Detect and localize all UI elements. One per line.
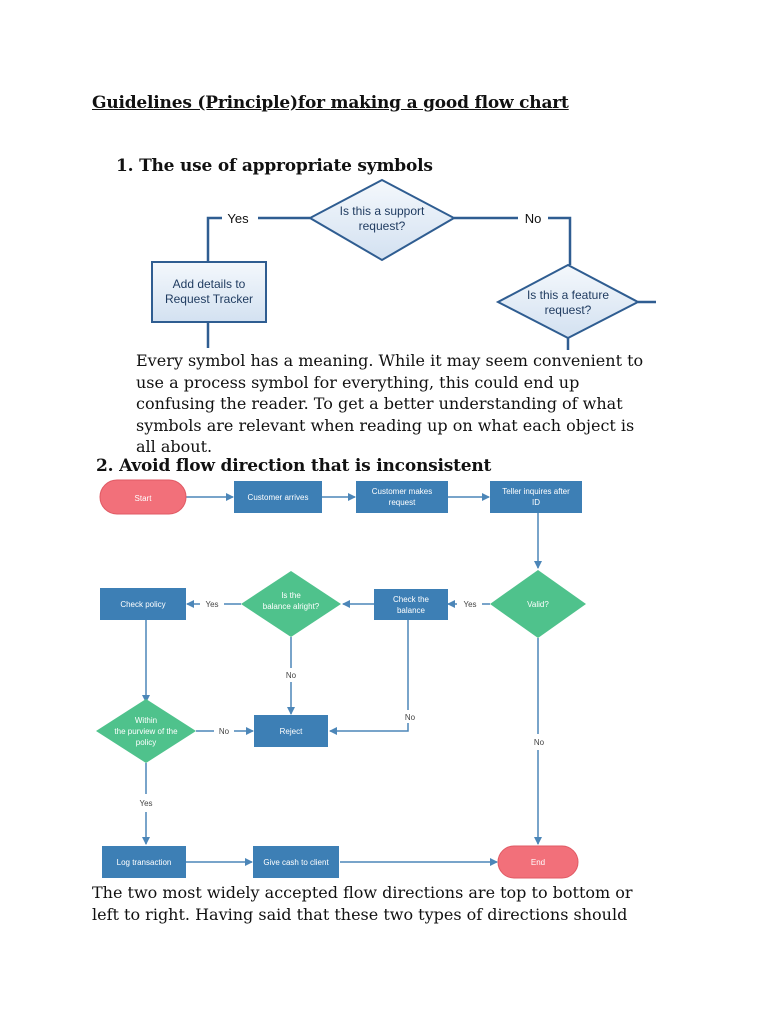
customer-request-line2: request (389, 498, 416, 507)
end-terminal (497, 845, 579, 879)
decision-support-shape (307, 178, 457, 262)
reject-box (254, 715, 328, 747)
check-balance-line1: Check the (393, 595, 430, 604)
section-2-heading: 2. Avoid flow direction that is inconsis… (96, 456, 492, 476)
connector-line (548, 216, 572, 265)
no-label: No (525, 211, 542, 226)
within-purview-line2: the purview of the (114, 727, 178, 736)
paragraph-line: all about. (136, 437, 213, 456)
paragraph-line: Every symbol has a meaning. While it may… (136, 351, 644, 370)
valid-decision (490, 570, 586, 638)
give-cash-label: Give cash to client (263, 858, 329, 867)
page-heading: Guidelines (Principle)for making a good … (92, 93, 569, 113)
paragraph-line: left to right. Having said that these tw… (92, 905, 628, 924)
start-terminal (99, 479, 187, 515)
no-label-purview: No (219, 727, 230, 736)
paragraph-line: confusing the reader. To get a better un… (136, 394, 623, 413)
yes-label-valid: Yes (463, 600, 476, 609)
teller-inquires-line2: ID (532, 498, 540, 507)
teller-inquires-box (490, 481, 582, 513)
paragraph-line: The two most widely accepted flow direct… (92, 883, 633, 902)
yes-label-purview: Yes (139, 799, 152, 808)
process-add-line2: Request Tracker (165, 292, 253, 306)
decision-support-line2: request? (359, 219, 406, 233)
decision-support-line1: Is this a support (340, 204, 425, 218)
section-1-heading: 1. The use of appropriate symbols (116, 156, 433, 176)
section-1-paragraph: Every symbol has a meaning. While it may… (136, 350, 643, 458)
customer-arrives-box (234, 481, 322, 513)
within-purview-line1: Within (135, 716, 157, 725)
log-transaction-label: Log transaction (117, 858, 172, 867)
process-add-details (151, 261, 267, 323)
paragraph-line: use a process symbol for everything, thi… (136, 372, 580, 392)
decision-feature-line1: Is this a feature (527, 288, 609, 302)
paragraph-line: symbols are relevant when reading up on … (136, 415, 635, 435)
check-policy-box (100, 588, 186, 620)
start-label: Start (135, 494, 153, 503)
decision-feature-shape (495, 263, 641, 340)
decision-feature-line2: request? (545, 303, 592, 317)
log-transaction-box (102, 846, 186, 878)
customer-arrives-label: Customer arrives (248, 493, 309, 502)
customer-request-box (356, 481, 448, 513)
teller-inquires-line1: Teller inquires after (502, 487, 570, 496)
within-purview-decision (96, 699, 196, 763)
check-balance-line2: balance (397, 606, 426, 615)
connector-line (206, 216, 222, 262)
no-label-valid: No (534, 738, 545, 747)
balance-alright-decision (241, 571, 341, 637)
balance-alright-line2: balance alright? (263, 602, 320, 611)
customer-request-line1: Customer makes (372, 487, 432, 496)
process-add-line1: Add details to (173, 277, 246, 291)
no-label-balance: No (286, 671, 297, 680)
section-2-paragraph: The two most widely accepted flow direct… (92, 882, 633, 926)
no-label-check: No (405, 713, 416, 722)
yes-label-balance: Yes (205, 600, 218, 609)
flow-direction-diagram: Start Customer arrives Customer makes re… (96, 479, 586, 879)
give-cash-box (253, 846, 339, 878)
check-policy-label: Check policy (120, 600, 165, 609)
balance-alright-line1: Is the (281, 591, 301, 600)
end-label: End (531, 858, 545, 867)
within-purview-line3: policy (136, 738, 156, 747)
symbols-diagram: Is this a support request? Yes No Add de… (151, 178, 656, 350)
yes-label: Yes (227, 211, 249, 226)
valid-label: Valid? (527, 600, 549, 609)
check-balance-box (374, 589, 448, 620)
reject-label: Reject (280, 727, 303, 736)
